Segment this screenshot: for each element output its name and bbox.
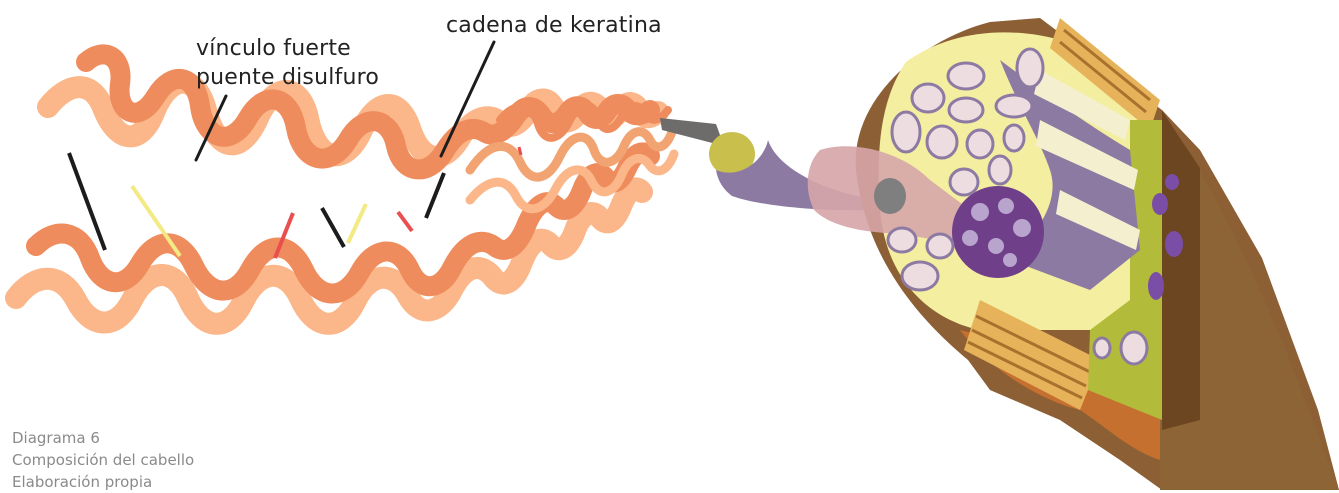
- shaft-cross-section: [874, 178, 906, 214]
- figure-caption: Diagrama 6 Composición del cabello Elabo…: [12, 427, 194, 493]
- bulb-cell: [988, 238, 1004, 254]
- bonds: [69, 147, 521, 258]
- keratin-label: cadena de keratina: [446, 11, 662, 40]
- cell: [927, 234, 953, 258]
- cell: [927, 126, 957, 158]
- caption-line2: Composición del cabello: [12, 449, 194, 471]
- green-cell: [1165, 231, 1183, 257]
- bond-red-3: [519, 147, 521, 155]
- bond-red-2: [398, 212, 412, 231]
- cell: [892, 112, 920, 152]
- cell: [967, 130, 993, 158]
- bond-label: vínculo fuerte puente disulfuro: [196, 34, 379, 92]
- keratin-chains: [16, 54, 674, 323]
- bulb-cell: [1003, 253, 1017, 267]
- bond-black-3: [426, 173, 444, 218]
- cell: [888, 228, 916, 252]
- cell: [1094, 338, 1110, 358]
- bond-yellow-2: [348, 204, 366, 243]
- cell: [948, 63, 984, 89]
- bulb-cell: [971, 203, 989, 221]
- cell: [1017, 49, 1043, 87]
- keratin-strand-dark-bottom: [36, 152, 650, 293]
- green-cell: [1148, 272, 1164, 300]
- cell: [1004, 125, 1024, 151]
- bond-black-2: [322, 208, 344, 247]
- cell: [950, 169, 978, 195]
- bulb-cell: [962, 230, 978, 246]
- bulb-cell: [998, 198, 1014, 214]
- cell: [989, 156, 1011, 184]
- bulb-cell: [1013, 219, 1031, 237]
- hair-follicle-illustration: [808, 18, 1339, 490]
- cell: [912, 84, 944, 112]
- cell: [996, 95, 1032, 117]
- green-cell: [1152, 193, 1168, 215]
- bond-label-line2: puente disulfuro: [196, 63, 379, 92]
- cell: [949, 98, 983, 122]
- caption-line1: Diagrama 6: [12, 427, 194, 449]
- green-cell: [1165, 174, 1179, 190]
- cell: [1121, 332, 1147, 364]
- bond-label-line1: vínculo fuerte: [196, 34, 379, 63]
- cell: [902, 262, 938, 290]
